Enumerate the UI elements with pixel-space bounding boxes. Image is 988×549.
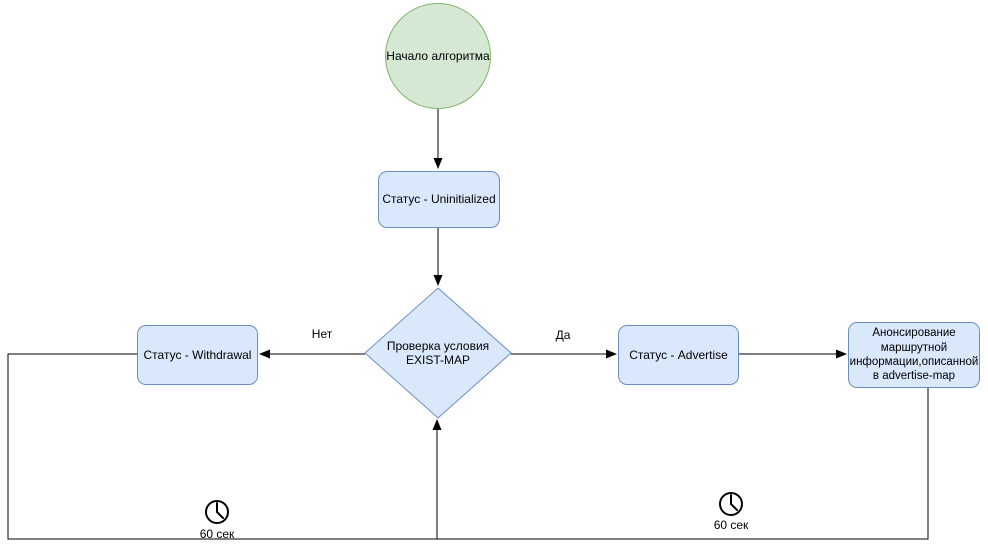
- node-status-advertise-label: Статус - Advertise: [629, 347, 728, 362]
- decision-diamond-shape: [364, 287, 512, 419]
- edge-label-yes: Да: [555, 328, 571, 342]
- node-announce-routes-label: Анонсирование маршрутной информации,опис…: [849, 327, 979, 383]
- node-status-uninitialized-label: Статус - Uninitialized: [382, 192, 496, 207]
- node-status-uninitialized: Статус - Uninitialized: [378, 171, 500, 228]
- clock-icon: [205, 500, 229, 524]
- edge-loopback-bottom: [7, 353, 929, 540]
- node-status-withdrawal-label: Статус - Withdrawal: [143, 347, 252, 362]
- edge-label-no: Нет: [311, 327, 333, 341]
- node-check-exist-map-label: Проверка условия EXIST-MAP: [363, 327, 513, 379]
- node-check-exist-map-text: Проверка условия EXIST-MAP: [386, 338, 490, 367]
- clock-icon: [719, 492, 743, 516]
- node-start: Начало алгоритма: [385, 3, 491, 109]
- timer-label-left: 60 сек: [199, 527, 235, 541]
- timer-label-right: 60 сек: [713, 518, 749, 532]
- node-start-label: Начало алгоритма: [386, 48, 490, 63]
- node-announce-routes: Анонсирование маршрутной информации,опис…: [848, 322, 980, 388]
- node-status-advertise: Статус - Advertise: [618, 325, 739, 385]
- node-status-withdrawal: Статус - Withdrawal: [137, 325, 258, 385]
